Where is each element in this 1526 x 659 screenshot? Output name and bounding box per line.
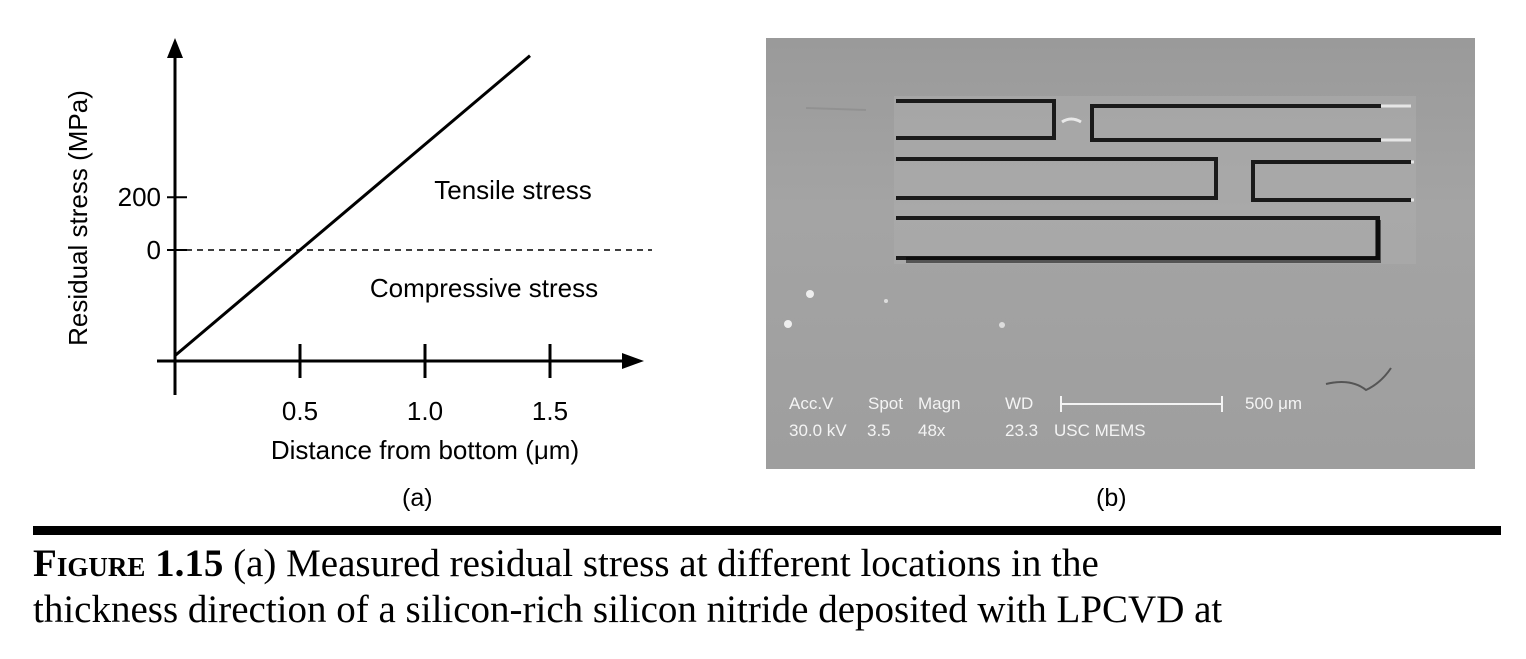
sem-accv-value: 30.0 kV: [789, 421, 847, 440]
sem-scale-value: 500 μm: [1245, 394, 1303, 413]
x-tick-label: 0.5: [282, 396, 318, 426]
annotation-compressive: Compressive stress: [370, 273, 598, 303]
chart-axes: [157, 38, 652, 395]
y-tick-label: 200: [118, 182, 161, 212]
sem-wd-label: WD: [1005, 394, 1034, 413]
figure-number: Figure 1.15: [33, 542, 224, 585]
sem-micrograph: Acc.V Spot Magn WD 500 μm 30.0 kV 3.5 48…: [766, 38, 1475, 469]
sem-magn-label: Magn: [918, 394, 961, 413]
chart-ticks: 0.5 1.0 1.5 200 0: [118, 182, 568, 426]
sem-magn-value: 48x: [918, 421, 946, 440]
caption-text-1: (a) Measured residual stress at differen…: [223, 542, 1099, 585]
x-tick-label: 1.5: [532, 396, 568, 426]
sem-accv-label: Acc.V: [789, 394, 834, 413]
sem-cantilever-structures: [784, 96, 1416, 412]
panel-a-label: (a): [402, 484, 433, 512]
chart-series: [174, 54, 531, 357]
caption-line-1: Figure 1.15 (a) Measured residual stress…: [33, 541, 1513, 587]
x-tick-label: 1.0: [407, 396, 443, 426]
sem-spot-value: 3.5: [867, 421, 891, 440]
annotation-tensile: Tensile stress: [434, 175, 592, 205]
x-axis-label: Distance from bottom (μm): [271, 435, 579, 465]
x-axis-arrow: [622, 353, 644, 369]
stress-line: [174, 54, 531, 357]
sem-spot-label: Spot: [868, 394, 903, 413]
sem-lab-label: USC MEMS: [1054, 421, 1146, 440]
y-axis-arrow: [167, 38, 183, 58]
panel-b-label: (b): [1096, 484, 1127, 512]
residual-stress-chart: 0.5 1.0 1.5 200 0 Residual stress (MPa) Dist…: [63, 38, 652, 465]
figure-caption: Figure 1.15 (a) Measured residual stress…: [33, 541, 1513, 633]
caption-line-2: thickness direction of a silicon-rich si…: [33, 588, 1223, 631]
sem-wd-value: 23.3: [1005, 421, 1039, 440]
y-axis-label: Residual stress (MPa): [63, 90, 93, 346]
y-tick-label: 0: [147, 235, 161, 265]
caption-rule: [33, 526, 1501, 535]
